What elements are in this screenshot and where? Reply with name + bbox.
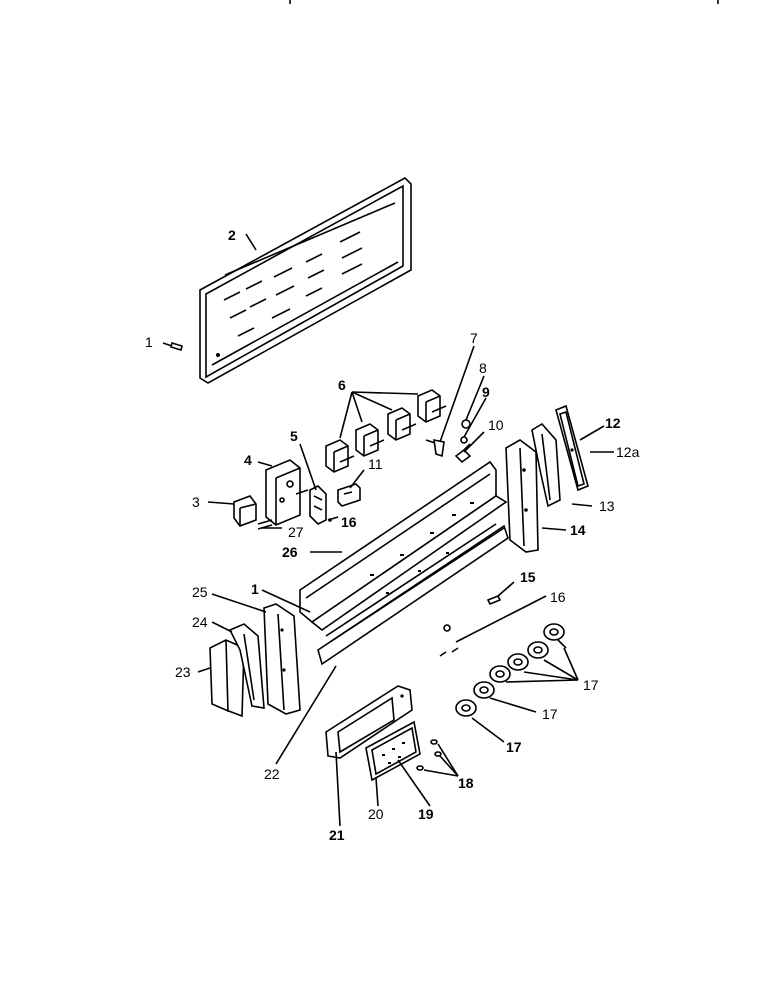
- switch-6d: [417, 389, 447, 423]
- part-27-pin: [257, 519, 273, 530]
- label-13: 13: [599, 498, 615, 514]
- switch-6a: [325, 439, 355, 473]
- label-23: 23: [175, 664, 191, 680]
- knob-4: [489, 665, 511, 683]
- knob-6: [455, 699, 477, 717]
- part-12-end-cap-outer: [555, 404, 589, 492]
- part-5-bracket: [309, 485, 327, 525]
- part-3-switch-block: [233, 495, 257, 527]
- part-7-switch-stem: [425, 438, 445, 458]
- label-16b: 16: [550, 589, 566, 605]
- label-22: 22: [264, 766, 280, 782]
- part-17-control-knobs: [455, 623, 567, 717]
- label-12a: 12a: [616, 444, 640, 460]
- callout-labels: 1 2 3 4 5 6 7 8 9 10 11 12 12a 13 14 15 …: [145, 227, 640, 843]
- part-10-light-socket: [454, 443, 472, 464]
- label-1: 1: [145, 334, 153, 350]
- knob-5: [473, 681, 495, 699]
- label-24: 24: [192, 614, 208, 630]
- switch-6b: [355, 423, 385, 457]
- label-10: 10: [488, 417, 504, 433]
- part-25-end-plate: [263, 603, 301, 715]
- part-14-end-bracket: [505, 439, 539, 553]
- part-8-nut: [461, 419, 471, 429]
- part-24-end-bracket: [228, 623, 265, 709]
- label-6: 6: [338, 377, 346, 393]
- label-5: 5: [290, 428, 298, 444]
- part-4-clock-timer: [265, 459, 309, 526]
- part-13-end-cap: [531, 422, 561, 508]
- label-3: 3: [192, 494, 200, 510]
- label-2: 2: [228, 227, 236, 243]
- part-15-screw: [486, 594, 502, 606]
- part-16-screw-upper: [327, 516, 339, 522]
- knob-3: [507, 653, 529, 671]
- part-1-screw: [162, 341, 183, 352]
- panel-vent-slots: [223, 231, 363, 337]
- part-26-control-panel: [299, 460, 508, 631]
- label-8: 8: [479, 360, 487, 376]
- part-2-backguard-panel: [199, 177, 412, 384]
- part-9-washer: [460, 436, 468, 444]
- label-4: 4: [244, 452, 252, 468]
- knob-1: [543, 623, 567, 649]
- label-26: 26: [282, 544, 298, 560]
- part-22-trim-strip: [317, 523, 509, 666]
- leader-lines: [197, 233, 614, 827]
- label-16: 16: [341, 514, 357, 530]
- part-16-screws-lower: [439, 624, 459, 657]
- label-17c: 17: [506, 739, 522, 755]
- part-20-clock-overlay: [365, 720, 421, 782]
- part-21-clock-bracket: [325, 685, 413, 759]
- label-9: 9: [482, 384, 490, 400]
- label-25: 25: [192, 584, 208, 600]
- label-14: 14: [570, 522, 586, 538]
- label-21: 21: [329, 827, 345, 843]
- label-11: 11: [368, 456, 383, 472]
- label-7: 7: [470, 330, 478, 346]
- knob-2: [527, 641, 549, 659]
- switch-6c: [387, 407, 417, 441]
- label-15: 15: [520, 569, 536, 585]
- label-20: 20: [368, 806, 384, 822]
- corner-marks: [289, 0, 719, 4]
- label-12: 12: [605, 415, 621, 431]
- label-27: 27: [288, 524, 304, 540]
- part-18-clock-knobs: [416, 739, 442, 771]
- label-17b: 17: [542, 706, 558, 722]
- part-23-end-panel: [209, 639, 245, 718]
- label-17: 17: [583, 677, 599, 693]
- part-19-clock-display: [371, 726, 417, 776]
- part-11-terminal: [337, 483, 361, 507]
- label-18: 18: [458, 775, 474, 791]
- panel-switch-holes: [370, 502, 474, 594]
- part-6-infinite-switches: [325, 389, 447, 473]
- label-19: 19: [418, 806, 434, 822]
- label-1b: 1: [251, 581, 259, 597]
